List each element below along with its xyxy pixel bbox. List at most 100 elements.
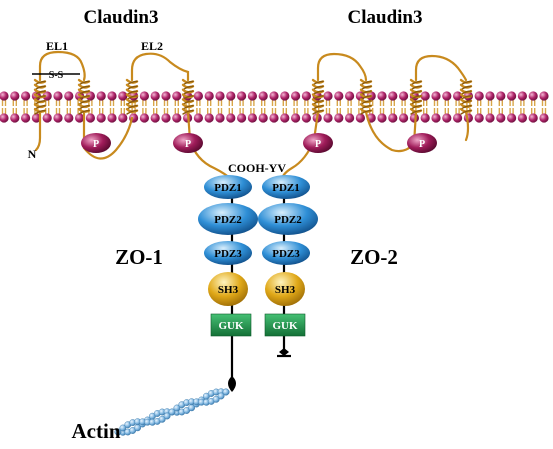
zo1-label: ZO-1	[115, 245, 163, 269]
lipid-head	[161, 91, 171, 101]
lipid-head	[258, 113, 268, 123]
lipid-head	[539, 91, 549, 101]
lipid-head	[258, 91, 268, 101]
lipid-head	[53, 113, 63, 123]
lipid-head	[161, 113, 171, 123]
lipid-head	[247, 113, 257, 123]
lipid-head	[280, 113, 290, 123]
lipid-head	[150, 91, 160, 101]
svg-text:PDZ1: PDZ1	[272, 182, 300, 194]
lipid-head	[334, 91, 344, 101]
claudin-right-el2-loop	[414, 54, 468, 82]
lipid-head	[10, 113, 20, 123]
svg-text:PDZ3: PDZ3	[214, 248, 242, 260]
claudin-left-n-terminus	[34, 110, 42, 152]
svg-text:PDZ2: PDZ2	[274, 214, 302, 226]
lipid-head	[291, 113, 301, 123]
lipid-head	[388, 91, 398, 101]
lipid-head	[85, 113, 95, 123]
lipid-head	[496, 113, 506, 123]
lipid-head	[172, 91, 182, 101]
disulfide-bridge: S-S	[32, 70, 80, 81]
svg-text:GUK: GUK	[218, 320, 244, 332]
lipid-head	[345, 91, 355, 101]
actin-bead	[119, 424, 127, 432]
zo1-sh3	[208, 272, 248, 306]
lipid-head	[193, 113, 203, 123]
transmembrane-helix	[33, 78, 47, 115]
lipid-head	[420, 113, 430, 123]
lipid-head	[485, 113, 495, 123]
lipid-head	[193, 91, 203, 101]
lipid-head	[64, 91, 74, 101]
actin-filament	[114, 388, 230, 436]
svg-text:P: P	[185, 139, 191, 150]
lipid-head	[474, 113, 484, 123]
phosphorylation-sites: P P P P	[81, 133, 437, 153]
claudin-left-el2-loop	[130, 52, 190, 82]
lipid-head	[53, 91, 63, 101]
lipid-head	[107, 113, 117, 123]
zo2-pdz2	[258, 203, 318, 235]
transmembrane-helix	[359, 78, 373, 115]
lipid-head	[377, 91, 387, 101]
lipid-head	[215, 91, 225, 101]
lipid-head	[280, 91, 290, 101]
lipid-head	[0, 113, 9, 123]
lipid-head	[85, 91, 95, 101]
el1-label: EL1	[46, 39, 68, 53]
lipid-head	[453, 113, 463, 123]
transmembrane-helix	[311, 78, 325, 115]
lipid-head	[431, 91, 441, 101]
actin-bead	[212, 395, 220, 403]
claudin-right-tail	[464, 110, 470, 142]
actin-bead	[222, 388, 230, 396]
zo1-protein: PDZ1 PDZ2 PDZ3 SH3 GUK	[198, 175, 258, 337]
zo2-protein: PDZ1 PDZ2 PDZ3 SH3 GUK	[258, 175, 318, 337]
lipid-head	[517, 91, 528, 101]
actin-label: Actin	[72, 419, 121, 443]
claudin-left-intracellular-loop	[82, 110, 134, 160]
lipid-head	[42, 113, 52, 123]
lipid-head	[31, 113, 41, 123]
lipid-head	[507, 113, 517, 123]
lipid-head	[399, 113, 409, 123]
el2-label: EL2	[141, 39, 163, 53]
lipid-head	[539, 113, 549, 123]
lipid-head	[269, 113, 279, 123]
zo1-pdz3	[204, 241, 252, 265]
lipid-head	[528, 91, 538, 101]
lipid-head	[301, 91, 311, 101]
lipid-head	[75, 113, 85, 123]
lipid-head	[215, 113, 225, 123]
lipid-head	[485, 91, 495, 101]
claudin-right-title: Claudin3	[348, 7, 423, 28]
lipid-head	[118, 91, 128, 101]
lipid-head	[442, 113, 452, 123]
lipid-head	[247, 91, 257, 101]
lipid-head	[42, 91, 52, 101]
lipid-head	[496, 91, 506, 101]
lipid-head	[204, 91, 214, 101]
actin-bead	[217, 392, 225, 400]
svg-text:SH3: SH3	[218, 284, 239, 296]
zo1-actin-binding-tip	[228, 376, 236, 392]
lipid-head	[507, 91, 517, 101]
lipid-head	[323, 113, 333, 123]
zo2-pdz3	[262, 241, 310, 265]
lipid-head	[226, 113, 236, 123]
lipid-head	[21, 91, 31, 101]
claudin-right-el1-loop	[316, 52, 368, 82]
lipid-head	[323, 91, 333, 101]
transmembrane-helix	[181, 78, 195, 115]
zo1-pdz2	[198, 203, 258, 235]
svg-text:P: P	[419, 139, 425, 150]
lipid-head	[204, 113, 214, 123]
zo1-pdz1	[204, 175, 252, 199]
zo1-guk	[210, 313, 252, 337]
lipid-head	[237, 91, 247, 101]
lipid-head	[96, 91, 106, 101]
lipid-head	[139, 91, 149, 101]
claudin-helices	[33, 78, 473, 115]
